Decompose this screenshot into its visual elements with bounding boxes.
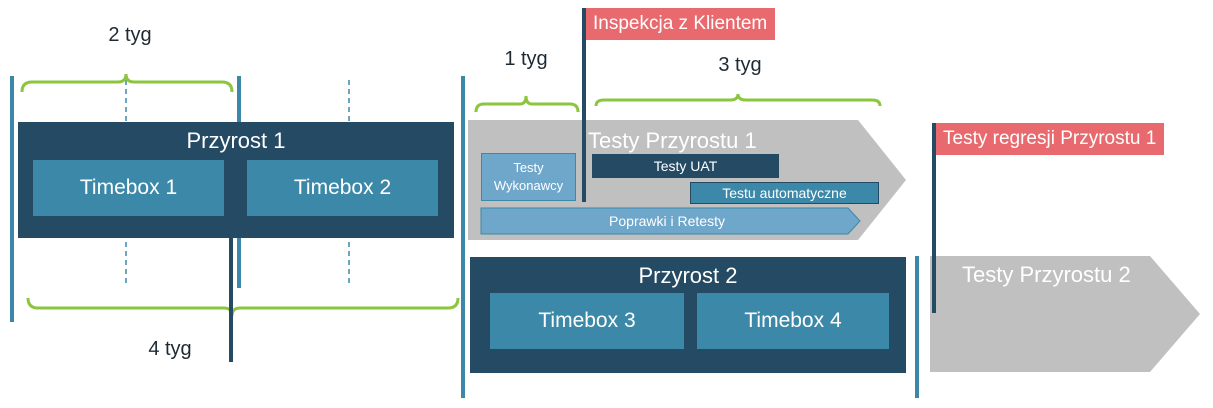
timebox-3: Timebox 3: [490, 293, 684, 349]
duration-4tyg-label: 4 tyg: [148, 338, 192, 360]
duration-2tyg-label: 2 tyg: [108, 24, 152, 46]
duration-3tyg-label: 3 tyg: [718, 54, 762, 76]
increment-2-end-line: [915, 256, 919, 398]
bracket-1tyg: [474, 95, 580, 113]
duration-1tyg-label: 1 tyg: [504, 48, 548, 70]
bracket-2tyg: [20, 73, 234, 93]
increment-1-title: Przyrost 1: [186, 128, 286, 153]
fixes-retests-label: Poprawki i Retesty: [609, 213, 725, 229]
client-inspection-flag: Inspekcja z Klientem: [585, 8, 776, 40]
bracket-4tyg: [26, 297, 460, 317]
left-boundary-line: [10, 76, 14, 322]
vendor-tests-box: Testy Wykonawcy: [481, 153, 576, 201]
increment-2-panel: Przyrost 2 Timebox 3 Timebox 4: [470, 257, 906, 373]
testing-2-title: Testy Przyrostu 2: [962, 262, 1131, 287]
regression-tests-pole: [932, 123, 936, 313]
timebox-2: Timebox 2: [247, 160, 438, 216]
section-divider-line: [461, 76, 465, 398]
regression-tests-flag: Testy regresji Przyrostu 1: [935, 123, 1165, 155]
uat-tests-box: Testy UAT: [592, 154, 779, 178]
bracket-3tyg: [594, 93, 882, 107]
timebox-4: Timebox 4: [697, 293, 889, 349]
timebox-1: Timebox 1: [33, 160, 224, 216]
increment-2-title: Przyrost 2: [638, 263, 738, 288]
testing-1-title: Testy Przyrostu 1: [588, 128, 757, 153]
automation-tests-box: Testu automatyczne: [690, 182, 879, 204]
testing-arrow-2: [930, 256, 1200, 372]
client-inspection-pole: [582, 8, 586, 202]
timebox-split-line: [229, 238, 233, 362]
fixes-box-shape: [480, 207, 861, 235]
increment-1-panel: Przyrost 1 Timebox 1 Timebox 2: [18, 122, 454, 238]
